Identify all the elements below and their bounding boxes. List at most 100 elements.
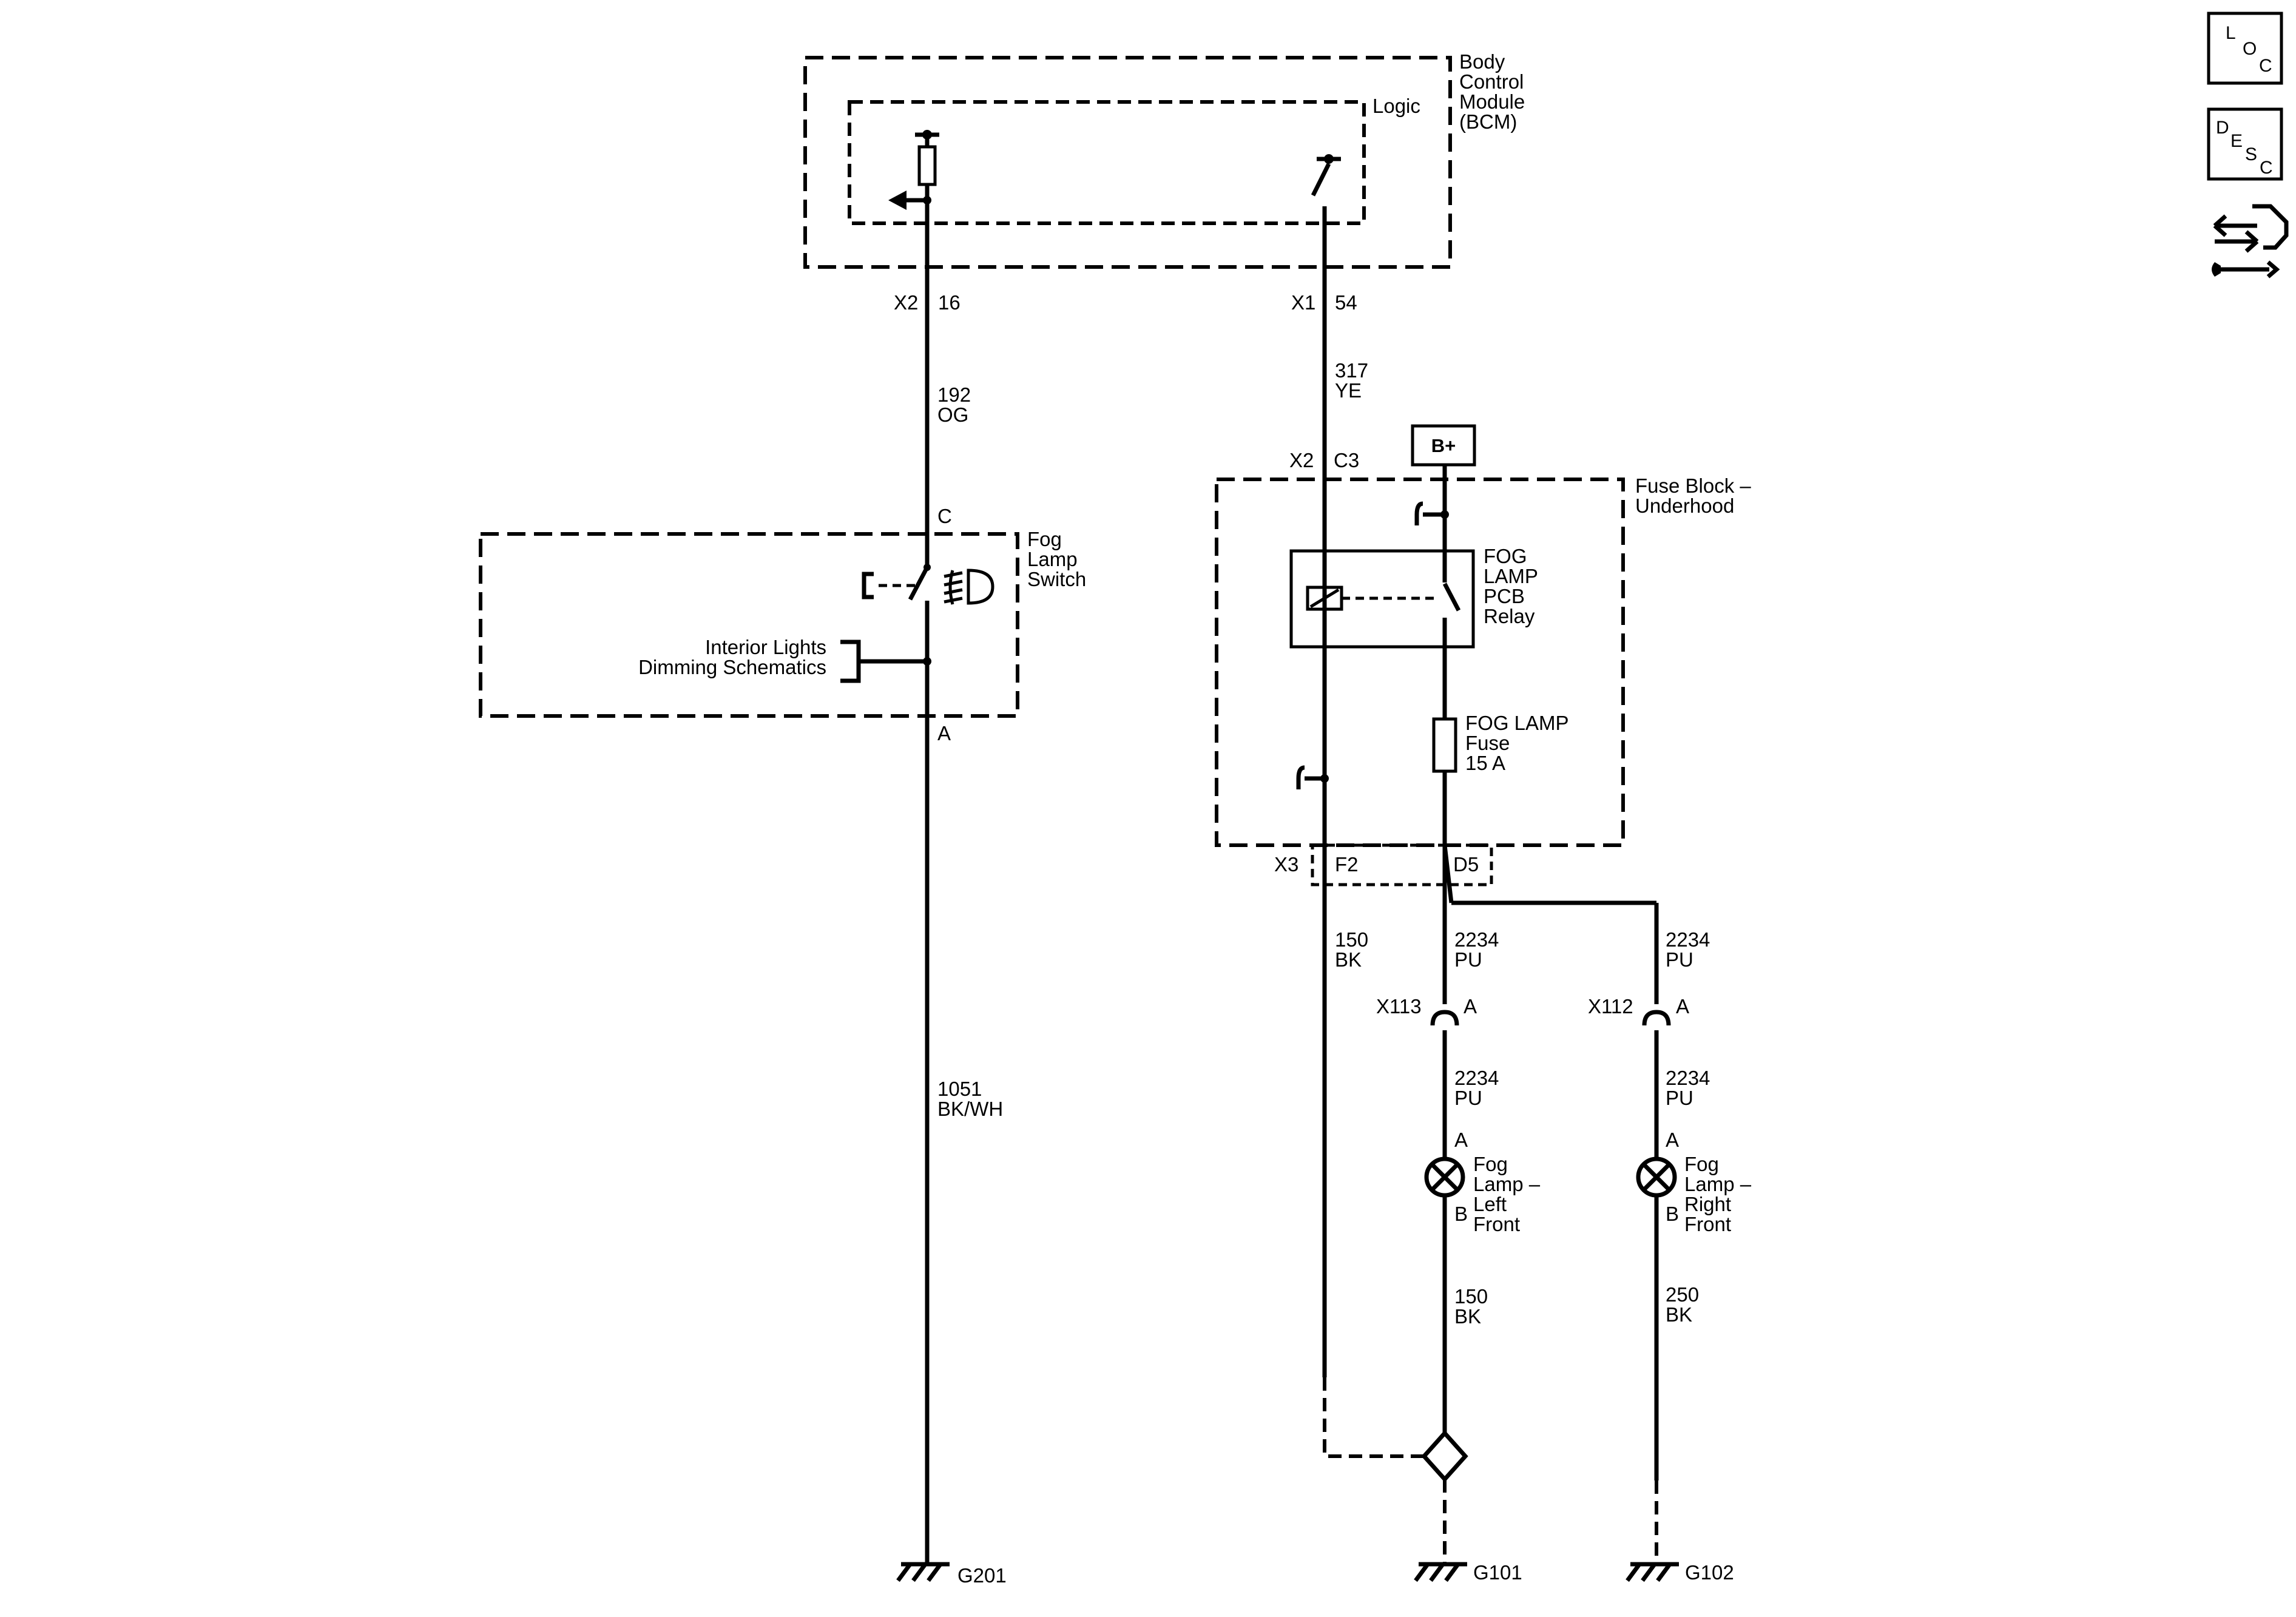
fuse-block-pin-f2: F2 bbox=[1335, 853, 1359, 876]
wire-1051-num: 1051 bbox=[937, 1078, 982, 1100]
dimming-ref-line1[interactable]: Interior Lights bbox=[705, 636, 826, 658]
connector-x113-label: X113 bbox=[1376, 995, 1422, 1018]
bus-terminal-lower-icon bbox=[1296, 765, 1305, 789]
wire-192-num: 192 bbox=[937, 383, 971, 406]
fog-switch-outline bbox=[479, 532, 1019, 718]
bus-terminal-upper-icon bbox=[1414, 501, 1423, 525]
fuse-block-x3-label: X3 bbox=[1274, 853, 1298, 876]
switch-actuator-icon bbox=[862, 572, 874, 599]
loc-letter-l: L bbox=[2226, 23, 2236, 43]
relay-name-line2: LAMP bbox=[1484, 565, 1538, 587]
ground-g101-label: G101 bbox=[1473, 1561, 1522, 1584]
fog-lamp-indicator-icon bbox=[944, 569, 994, 605]
ground-g201-label: G201 bbox=[957, 1564, 1007, 1587]
connector-x113-pin: A bbox=[1464, 995, 1477, 1018]
fog-lamp-fuse bbox=[1432, 717, 1457, 773]
battery-positive-label: B+ bbox=[1431, 435, 1456, 456]
fog-switch-contact bbox=[908, 566, 930, 601]
connector-x112: X112 A bbox=[1588, 995, 1689, 1045]
fuse-block-x2-label: X2 bbox=[1289, 449, 1314, 471]
desc-letter-c: C bbox=[2260, 158, 2273, 178]
wire-150-b-num: 150 bbox=[1454, 1285, 1488, 1308]
bcm-name-line1: Body bbox=[1459, 50, 1505, 73]
fog-switch-pin-a: A bbox=[937, 722, 951, 744]
wire-2234-c-num: 2234 bbox=[1454, 1067, 1499, 1089]
wire-2234-d-color: PU bbox=[1666, 1087, 1693, 1109]
connector-x112-pin: A bbox=[1676, 995, 1689, 1018]
dimming-ref-bracket bbox=[840, 640, 861, 683]
bcm-name-line3: Module bbox=[1459, 90, 1525, 113]
fog-lamp-right-front: A B Fog Lamp – Right Front bbox=[1636, 1129, 1752, 1235]
wire-2234-b-color: PU bbox=[1666, 948, 1693, 971]
relay-name-line4: Relay bbox=[1484, 605, 1535, 627]
fog-switch-name-line3: Switch bbox=[1027, 568, 1086, 590]
lamp-right-name-line2: Lamp – bbox=[1684, 1173, 1752, 1195]
wire-150-a-color: BK bbox=[1335, 948, 1362, 971]
bcm-name-line2: Control bbox=[1459, 70, 1524, 93]
wire-2234-d-num: 2234 bbox=[1666, 1067, 1710, 1089]
connector-x112-label: X112 bbox=[1588, 995, 1633, 1018]
ground-g102-label: G102 bbox=[1685, 1561, 1734, 1584]
relay-name-line3: PCB bbox=[1484, 585, 1525, 607]
fuse-block-pin-d5: D5 bbox=[1453, 853, 1479, 876]
fog-lamp-relay bbox=[1289, 549, 1475, 649]
x3-connector-outline bbox=[1311, 843, 1493, 886]
fuse-block-name-line1: Fuse Block – bbox=[1635, 474, 1751, 497]
lamp-left-pin-a: A bbox=[1454, 1129, 1468, 1151]
lamp-left-pin-b: B bbox=[1454, 1203, 1468, 1225]
bcm-output-driver bbox=[888, 130, 939, 210]
bcm-pin-54: 54 bbox=[1335, 291, 1357, 314]
wire-317-color: YE bbox=[1335, 379, 1362, 402]
fuse-block-outline bbox=[1215, 478, 1625, 847]
desc-letter-s: S bbox=[2245, 144, 2257, 164]
lamp-right-pin-a: A bbox=[1666, 1129, 1679, 1151]
ground-dashed-path bbox=[1323, 1377, 1425, 1458]
body-control-module: Logic Body Control Module (BCM) X2 16 X1… bbox=[803, 50, 1525, 314]
dimming-ref-line2[interactable]: Dimming Schematics bbox=[638, 656, 826, 678]
loc-letter-c: C bbox=[2259, 56, 2272, 76]
fuse-block-name-line2: Underhood bbox=[1635, 495, 1734, 517]
wire-2234-c-color: PU bbox=[1454, 1087, 1482, 1109]
bcm-logic-label: Logic bbox=[1373, 95, 1420, 117]
ground-g102: G102 bbox=[1626, 1561, 1734, 1584]
lamp-left-name-line4: Front bbox=[1473, 1213, 1520, 1235]
bcm-pin-16: 16 bbox=[938, 291, 961, 314]
lamp-right-pin-b: B bbox=[1666, 1203, 1679, 1225]
loc-button[interactable]: L O C bbox=[2207, 12, 2283, 85]
desc-letter-d: D bbox=[2216, 118, 2229, 138]
fuse-block-pin-c3: C3 bbox=[1334, 449, 1359, 471]
lamp-right-name-line1: Fog bbox=[1684, 1153, 1719, 1175]
connector-wrench-icon[interactable] bbox=[2212, 204, 2289, 279]
fog-lamp-left-front: A B Fog Lamp – Left Front bbox=[1424, 1129, 1541, 1235]
bcm-input-switch bbox=[1311, 154, 1341, 197]
lamp-right-name-line4: Front bbox=[1684, 1213, 1731, 1235]
wire-192-color: OG bbox=[937, 403, 968, 426]
wire-2234-a-color: PU bbox=[1454, 948, 1482, 971]
fog-lamp-switch: C Fog Lamp Switch Interior Lights Dimmin… bbox=[479, 505, 1086, 746]
wire-250-color: BK bbox=[1666, 1303, 1692, 1326]
loc-letter-o: O bbox=[2243, 39, 2257, 59]
relay-contact bbox=[1442, 582, 1461, 612]
fog-switch-pin-c: C bbox=[937, 505, 952, 527]
wire-150-a-num: 150 bbox=[1335, 928, 1368, 951]
desc-button[interactable]: D E S C bbox=[2207, 107, 2283, 181]
ground-splice-diamond bbox=[1421, 1430, 1468, 1483]
lamp-left-name-line3: Left bbox=[1473, 1193, 1507, 1215]
lamp-right-name-line3: Right bbox=[1684, 1193, 1731, 1215]
fuse-block-underhood: Fuse Block – Underhood B+ FOG LAMP PCB R… bbox=[1215, 424, 1751, 847]
fog-switch-name-line2: Lamp bbox=[1027, 548, 1078, 570]
logic-outline bbox=[848, 100, 1366, 225]
bcm-x2-label: X2 bbox=[894, 291, 918, 314]
relay-name-line1: FOG bbox=[1484, 545, 1527, 567]
wire-1051-color: BK/WH bbox=[937, 1098, 1003, 1120]
wire-150-b-color: BK bbox=[1454, 1305, 1481, 1328]
fuse-name-line2: Fuse bbox=[1465, 732, 1510, 754]
connector-x113: X113 A bbox=[1376, 995, 1477, 1045]
lamp-left-name-line2: Lamp – bbox=[1473, 1173, 1541, 1195]
fog-switch-name-line1: Fog bbox=[1027, 528, 1062, 550]
bcm-name-line4: (BCM) bbox=[1459, 110, 1517, 133]
wire-317-num: 317 bbox=[1335, 359, 1368, 382]
desc-letter-e: E bbox=[2230, 131, 2243, 151]
fuse-name-line1: FOG LAMP bbox=[1465, 712, 1569, 734]
